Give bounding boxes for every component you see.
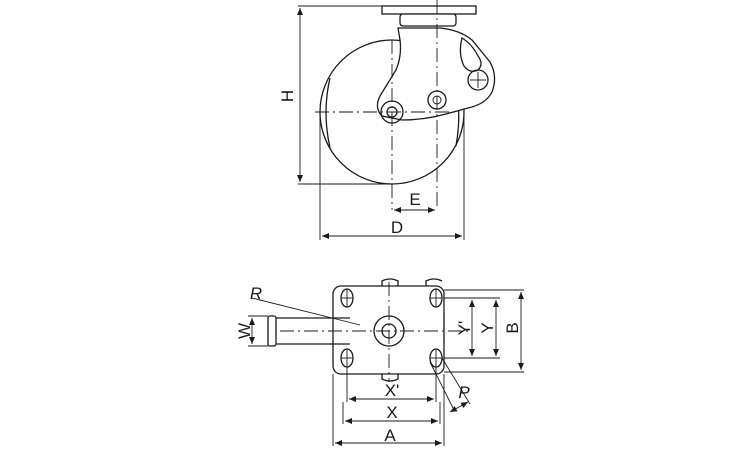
side-view: H E D xyxy=(278,0,496,240)
top-view: R W Y' Y B X' X P xyxy=(235,278,524,446)
label-P: P xyxy=(458,383,470,402)
label-B: B xyxy=(503,322,522,333)
label-D: D xyxy=(391,218,403,237)
label-R: R xyxy=(250,284,262,303)
label-X-prime: X' xyxy=(385,381,400,400)
dim-P-line xyxy=(449,401,469,413)
swivel-fork xyxy=(376,27,496,121)
slot-top-left xyxy=(340,288,354,308)
label-A: A xyxy=(384,426,396,445)
kingpin-housing xyxy=(399,13,457,27)
label-E: E xyxy=(409,190,420,209)
mounting-plate-side xyxy=(381,5,477,15)
slot-top-right xyxy=(429,288,443,308)
label-Y-prime: Y' xyxy=(455,321,474,336)
brake-bolt xyxy=(467,69,489,91)
label-W: W xyxy=(235,323,254,339)
label-X: X xyxy=(386,403,397,422)
slot-bottom-left xyxy=(340,348,354,368)
dim-R-leader xyxy=(251,297,361,326)
wheel-tread xyxy=(325,77,331,149)
label-Y: Y xyxy=(478,322,497,333)
wheel-top-view xyxy=(267,315,277,347)
label-H: H xyxy=(278,90,297,102)
slot-bottom-right xyxy=(429,348,443,368)
